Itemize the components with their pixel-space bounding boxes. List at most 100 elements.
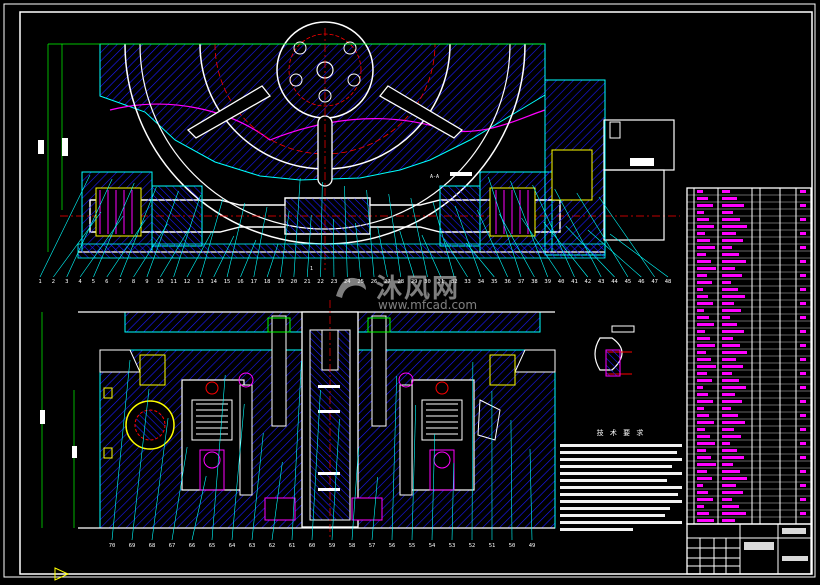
bom-cell	[697, 414, 709, 417]
balloon-label: 43	[598, 279, 605, 285]
bom-cell	[800, 442, 806, 445]
bom-cell	[697, 204, 713, 207]
tech-requirement-line	[560, 514, 665, 517]
bom-cell	[722, 260, 746, 263]
bom-cell	[722, 274, 742, 277]
tech-requirement-line	[560, 500, 682, 503]
balloon-label: 6	[105, 279, 108, 285]
watermark: 沐风网 www.mfcad.com	[332, 268, 460, 305]
tech-requirements-lines	[560, 444, 682, 531]
bom-cell	[800, 372, 806, 375]
bom-cell	[697, 421, 714, 424]
balloon-label: 57	[369, 543, 376, 549]
bom-cell	[697, 274, 707, 277]
bom-cell	[800, 260, 806, 263]
detail-view	[595, 326, 634, 376]
bom-cell	[800, 498, 806, 501]
balloon-label: 49	[529, 543, 536, 549]
balloon-label: 44	[611, 279, 618, 285]
bom-cell	[800, 484, 806, 487]
tech-requirement-line	[560, 479, 667, 482]
bom-cell	[697, 323, 714, 326]
bom-cell	[722, 386, 746, 389]
leader-line	[599, 197, 655, 277]
balloon-label: 17	[250, 279, 257, 285]
bom-cell	[697, 288, 703, 291]
balloon-label: 48	[665, 279, 672, 285]
bom-cell	[800, 190, 806, 193]
bom-cell	[697, 211, 704, 214]
balloon-label: 38	[531, 279, 538, 285]
bom-cell	[697, 491, 708, 494]
balloon-label: 41	[571, 279, 578, 285]
bom-cell	[697, 197, 708, 200]
mfcad-logo-icon	[332, 272, 370, 302]
balloon-label: 11	[170, 279, 177, 285]
bom-cell	[722, 491, 743, 494]
bom-cell	[697, 232, 705, 235]
bom-cell	[722, 372, 732, 375]
bom-cell	[697, 239, 710, 242]
tech-requirement-line	[560, 444, 682, 447]
bom-cell	[722, 218, 740, 221]
bom-cell	[722, 190, 730, 193]
bom-cell	[697, 407, 704, 410]
balloon-label: 64	[229, 543, 236, 549]
balloon-label: 55	[409, 543, 416, 549]
bom-cell	[722, 379, 739, 382]
balloon-label: 21	[304, 279, 311, 285]
bom-table	[687, 188, 811, 574]
balloon-label: 66	[189, 543, 196, 549]
bom-cell	[722, 225, 747, 228]
balloon-label: 36	[504, 279, 511, 285]
balloon-label: 42	[585, 279, 592, 285]
balloon-label: 16	[237, 279, 244, 285]
bom-cell	[800, 456, 806, 459]
bom-cell	[697, 330, 705, 333]
bom-cell	[697, 253, 706, 256]
bom-cell	[697, 470, 707, 473]
balloon-label: 56	[389, 543, 396, 549]
leader-line	[411, 198, 428, 277]
bom-cell	[722, 512, 746, 515]
bom-cell	[800, 512, 806, 515]
balloon-label: 70	[109, 543, 116, 549]
balloon-label: 13	[197, 279, 204, 285]
bom-cell	[722, 246, 732, 249]
bom-cell	[800, 218, 806, 221]
tech-requirement-line	[560, 465, 672, 468]
bom-cell	[722, 477, 747, 480]
balloon-label: 15	[224, 279, 231, 285]
balloon-label: 39	[544, 279, 551, 285]
bom-cell	[697, 477, 712, 480]
bom-cell	[722, 414, 738, 417]
balloon-label: 50	[509, 543, 516, 549]
tech-requirement-line	[560, 528, 633, 531]
bom-cell	[800, 386, 806, 389]
bom-cell	[697, 393, 708, 396]
bom-cell	[697, 498, 713, 501]
balloon-label: 19	[277, 279, 284, 285]
bom-cell	[697, 190, 703, 193]
bom-cell	[722, 302, 734, 305]
bom-cell	[800, 358, 806, 361]
bom-cell	[722, 239, 743, 242]
svg-text:1: 1	[310, 266, 313, 272]
bom-cell	[800, 414, 806, 417]
upper-view: A-A 1	[38, 22, 680, 272]
balloon-label: 7	[119, 279, 122, 285]
tech-requirement-line	[560, 472, 682, 475]
bom-cell	[697, 337, 710, 340]
balloon-label: 46	[638, 279, 645, 285]
balloon-label: 53	[449, 543, 456, 549]
balloon-label: 51	[489, 543, 496, 549]
balloon-label: 60	[309, 543, 316, 549]
bom-cell	[722, 337, 733, 340]
lower-view	[40, 300, 555, 540]
bom-cell	[697, 358, 711, 361]
bom-cell	[722, 330, 744, 333]
bom-cell	[722, 267, 735, 270]
bom-cell	[722, 358, 736, 361]
leader-line	[389, 194, 401, 277]
